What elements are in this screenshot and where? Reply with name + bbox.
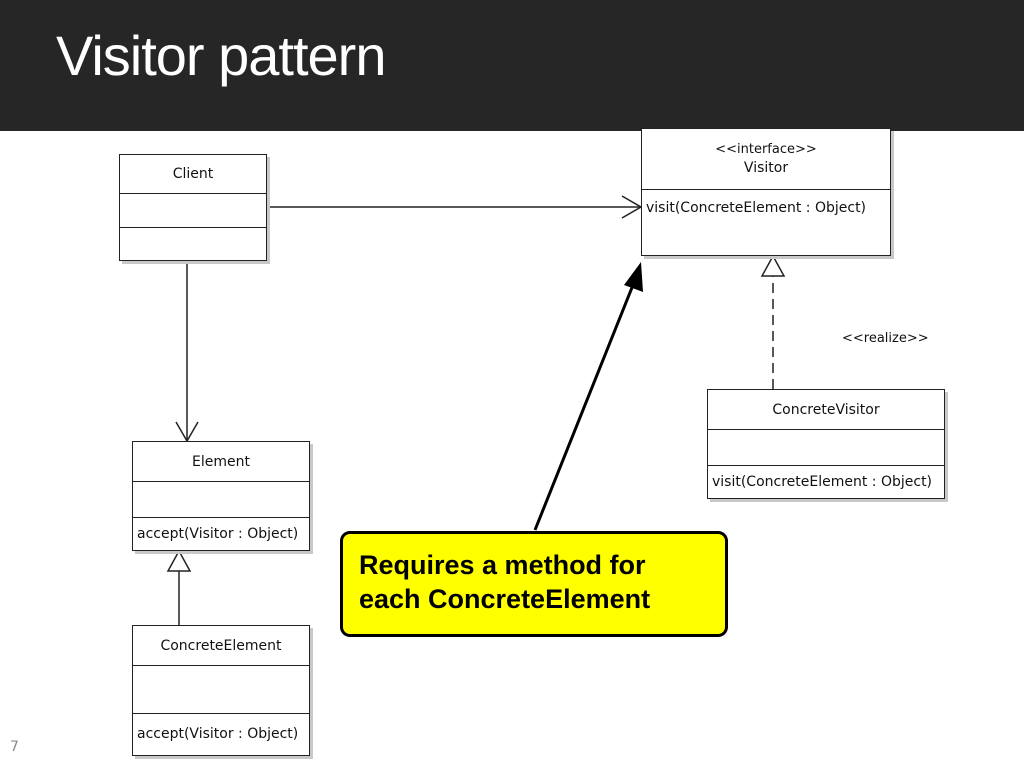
element-class-name: Element [192,453,250,470]
concrete-visitor-name-compartment: ConcreteVisitor [708,390,944,430]
visitor-operations-compartment: visit(ConcreteElement : Object) [642,190,890,226]
realize-stereotype-label: <<realize>> [842,331,929,346]
callout-box: Requires a method for each ConcreteEleme… [340,531,728,637]
realize-arrowhead [760,254,786,277]
visitor-class-name: Visitor [743,160,789,176]
concrete-element-class-name: ConcreteElement [160,637,282,654]
class-element: Element accept(Visitor : Object) [132,441,310,551]
callout-pointer-arrowhead [624,262,643,292]
concrete-element-accept-operation: accept(Visitor : Object) [137,726,299,742]
concrete-element-attributes-compartment [133,666,309,714]
client-operations-compartment [120,228,266,259]
class-concrete-element: ConcreteElement accept(Visitor : Object) [132,625,310,756]
concrete-visitor-visit-operation: visit(ConcreteElement : Object) [712,473,933,490]
class-visitor: <<interface>> Visitor visit(ConcreteElem… [641,128,891,256]
callout-pointer [533,279,637,531]
visitor-visit-operation: visit(ConcreteElement : Object) [646,200,867,216]
visitor-stereotype: <<interface>> [715,142,817,157]
callout-line-1: Requires a method for [359,550,646,580]
concrete-element-name-compartment: ConcreteElement [133,626,309,666]
visitor-name-compartment: <<interface>> Visitor [642,129,890,190]
concrete-visitor-class-name: ConcreteVisitor [772,401,880,418]
element-attributes-compartment [133,482,309,518]
element-accept-operation: accept(Visitor : Object) [137,525,299,542]
class-client: Client [119,154,267,261]
client-name-compartment: Client [120,155,266,194]
slide-title: Visitor pattern [56,24,386,87]
page-number: 7 [10,739,19,755]
concrete-visitor-operations-compartment: visit(ConcreteElement : Object) [708,466,944,497]
class-concrete-visitor: ConcreteVisitor visit(ConcreteElement : … [707,389,945,499]
title-bar: Visitor pattern [0,0,1024,131]
client-attributes-compartment [120,194,266,228]
callout-line-2: each ConcreteElement [359,584,651,614]
client-class-name: Client [172,166,214,182]
concrete-visitor-attributes-compartment [708,430,944,466]
element-operations-compartment: accept(Visitor : Object) [133,518,309,549]
concrete-element-operations-compartment: accept(Visitor : Object) [133,714,309,754]
generalization-arrowhead [166,549,192,572]
element-name-compartment: Element [133,442,309,482]
